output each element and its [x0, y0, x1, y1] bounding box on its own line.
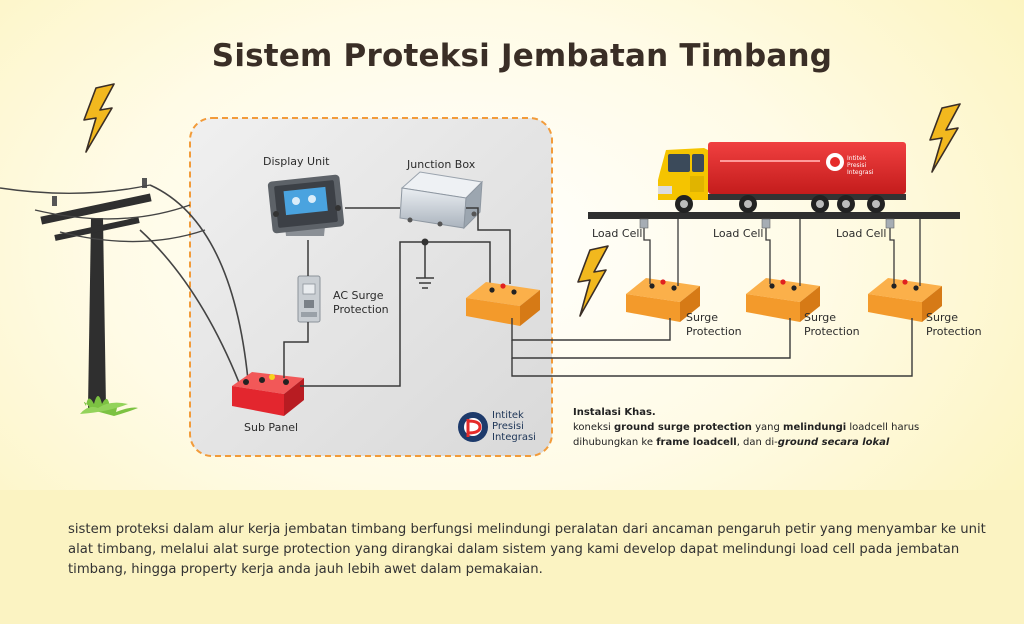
note-heading: Instalasi Khas.	[573, 407, 656, 418]
note-body: koneksi ground surge protection yang mel…	[573, 420, 933, 450]
ac-surge-label: AC Surge Protection	[333, 289, 389, 317]
surge-protection-label: Surge Protection	[804, 311, 860, 339]
company-logo-text: Intitek Presisi Integrasi	[492, 410, 536, 443]
ac-surge-label-line1: AC Surge	[333, 289, 384, 302]
surge-label-line2: Protection	[926, 325, 982, 338]
weighbridge-platform	[588, 212, 960, 219]
ac-surge-protection	[297, 275, 321, 323]
truck	[658, 142, 906, 213]
wiring	[283, 207, 511, 387]
company-logo-icon	[458, 412, 488, 442]
supply-cable	[139, 229, 241, 386]
surge-protection-label: Surge Protection	[686, 311, 742, 339]
installation-note: Instalasi Khas. koneksi ground surge pro…	[573, 405, 933, 450]
sub-panel	[232, 372, 304, 416]
surge-protection-box	[626, 278, 700, 322]
load-cell-label: Load Cell	[713, 227, 764, 240]
load-cell	[639, 218, 649, 229]
logo-line2: Presisi	[492, 421, 524, 432]
ac-surge-label-line2: Protection	[333, 303, 389, 316]
note-text: koneksi	[573, 422, 615, 433]
note-bold-italic: ground secara lokal	[777, 437, 890, 448]
note-bold: ground surge protection	[614, 422, 752, 433]
surge-label-line1: Surge	[804, 311, 837, 324]
lightning-bolt-icon	[577, 245, 609, 317]
surge-label-line2: Protection	[686, 325, 742, 338]
load-cell	[761, 218, 771, 229]
note-bold: frame loadcell	[656, 437, 737, 448]
surge-label-line1: Surge	[686, 311, 719, 324]
protection-diagram	[0, 83, 961, 457]
note-text: yang	[751, 422, 784, 433]
utility-pole	[40, 178, 152, 416]
sub-panel-label: Sub Panel	[244, 421, 299, 434]
load-cell-label: Load Cell	[836, 227, 887, 240]
surge-label-line1: Surge	[926, 311, 959, 324]
ground-node	[421, 238, 429, 246]
description-text: sistem proteksi dalam alur kerja jembata…	[68, 522, 986, 577]
note-bold: melindungi	[783, 422, 847, 433]
truck-logo-line1: Intitek	[847, 155, 867, 162]
surge-protection-box	[868, 278, 942, 322]
logo-line3: Integrasi	[492, 432, 536, 443]
display-unit-label: Display Unit	[263, 155, 330, 168]
logo-line1: Intitek	[492, 410, 524, 421]
truck-logo-text: Intitek Presisi Integrasi	[847, 155, 873, 176]
surge-protection-box	[466, 282, 540, 326]
surge-protection-label: Surge Protection	[926, 311, 982, 339]
surge-protection-box	[746, 278, 820, 322]
note-text: loadcell harus dihubungkan ke	[573, 422, 920, 448]
lightning-bolt-icon	[83, 83, 115, 153]
truck-logo-line3: Integrasi	[847, 169, 874, 176]
description-band: sistem proteksi dalam alur kerja jembata…	[0, 490, 1024, 624]
load-cell	[885, 218, 895, 229]
load-cell-connections	[643, 219, 921, 286]
surge-label-line2: Protection	[804, 325, 860, 338]
junction-box-label: Junction Box	[407, 158, 476, 171]
power-line	[34, 204, 191, 220]
lightning-bolt-icon	[929, 103, 961, 173]
power-line	[0, 184, 151, 195]
note-text: , dan di-	[736, 437, 778, 448]
wiring	[511, 318, 913, 377]
truck-logo-line2: Presisi	[847, 162, 867, 169]
load-cell-label: Load Cell	[592, 227, 643, 240]
junction-box	[399, 171, 484, 230]
supply-cable	[149, 184, 249, 381]
power-line	[59, 229, 206, 243]
page-title: Sistem Proteksi Jembatan Timbang	[211, 38, 833, 74]
display-unit	[267, 174, 345, 236]
